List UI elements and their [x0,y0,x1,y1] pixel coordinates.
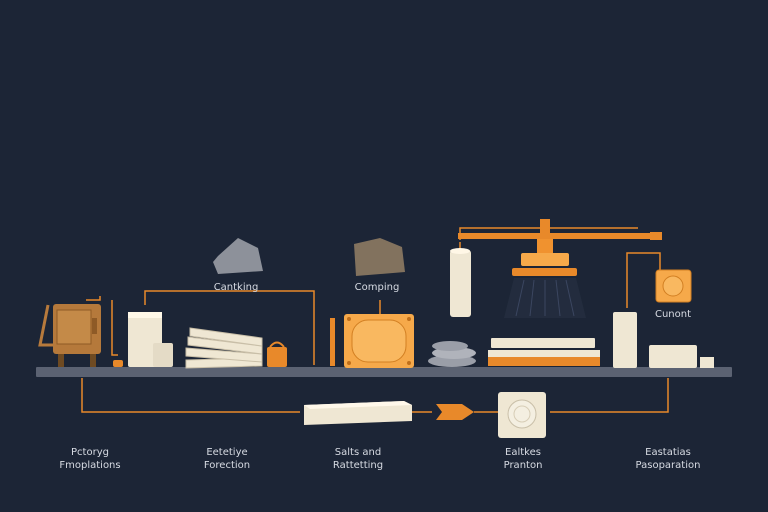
furnace-machine [38,304,123,367]
caption-1: Pctoryg Fmoplations [59,447,121,471]
stacked-slabs [185,327,263,369]
caption-4: Ealtkes Pranton [503,447,543,471]
label-cunont: Cunont [654,309,692,320]
flow-line-bottom-right [550,378,669,413]
orange-tile [655,269,692,303]
right-cylinder [613,312,637,368]
label-cantking: Cantking [213,282,259,293]
orange-bucket [267,341,287,367]
cream-bar [304,401,412,425]
right-block [649,345,697,368]
small-cube [700,357,714,368]
sorting-platform [488,338,600,366]
brown-stone [354,238,405,276]
caption-2: Eetetiye Forection [203,447,251,471]
grey-stacked-stones [428,341,476,367]
label-comping: Comping [354,282,400,293]
flow-line-cantking [144,290,315,365]
crane-sprayer [458,219,662,318]
flow-line-cunont [626,252,661,308]
cylinder-blocks [128,312,173,367]
conveyor-belt [36,367,732,377]
grey-stone [213,238,263,274]
flow-line-furnace [111,300,118,356]
flow-arrow-icon [436,404,474,420]
hanging-cylinder [450,242,471,317]
flow-lines [81,227,669,413]
orange-press-machine [330,314,414,368]
flow-line-furnace-top [86,296,101,301]
cream-tile [498,392,546,438]
caption-3: Salts and Rattetting [332,447,384,471]
flow-line-bottom-left [81,378,300,413]
caption-5: Eastatias Pasoparation [635,447,701,471]
